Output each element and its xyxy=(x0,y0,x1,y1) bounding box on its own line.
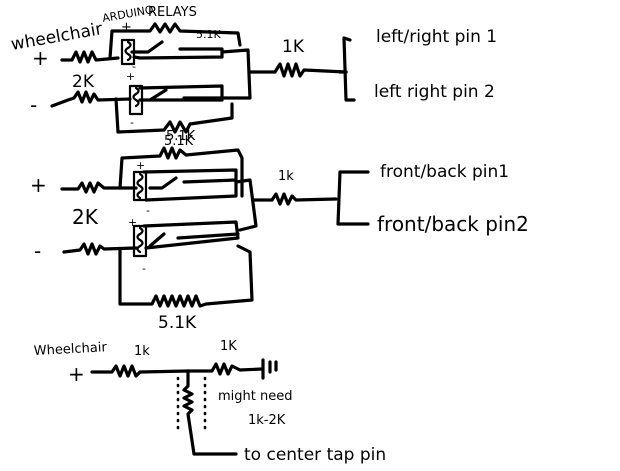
feedback-loop-top-fb xyxy=(118,146,244,198)
relay-1-minus: - xyxy=(132,60,136,73)
output-bus-lr xyxy=(220,48,277,100)
output-bracket-lr xyxy=(338,36,356,102)
section-front-back: + 2K - 5.1K + - + - 5.1K 1k front/back p… xyxy=(30,129,529,333)
resistor-input-plus-lr xyxy=(60,50,120,64)
resistor-2k-label-fb: 2K xyxy=(72,205,99,229)
relay-coil-winding xyxy=(136,226,144,254)
relay-switch-1-fb xyxy=(142,168,238,202)
resistor-1k-in-label: 1k xyxy=(134,344,150,359)
minus-terminal-lr: - xyxy=(30,93,37,117)
note-might-need: might need xyxy=(218,389,292,404)
relay-1-plus-fb: + xyxy=(136,159,145,172)
feedback-loop-bottom-lr xyxy=(114,97,234,134)
wheelchair-label-tap: Wheelchair xyxy=(33,340,107,359)
feedback-loop-top-lr xyxy=(108,22,242,60)
output-bus-fb xyxy=(234,178,274,232)
relay-coil-winding xyxy=(136,172,144,200)
relays-label: RELAYS xyxy=(148,5,197,20)
arduino-plus-label: + xyxy=(121,20,132,35)
feedback-loop-bottom-fb xyxy=(118,244,254,308)
ground-icon xyxy=(261,358,278,380)
section-left-right: wheelchair ARDUINO RELAYS + + 2K - 5.1K … xyxy=(9,3,497,149)
resistor-input-plus-fb xyxy=(60,181,138,194)
output-pin-2-lr: left right pin 2 xyxy=(374,82,495,102)
resistor-1k-label-lr: 1K xyxy=(282,37,305,57)
resistor-1k-label-fb: 1k xyxy=(278,169,294,184)
relay-2-plus: + xyxy=(126,70,135,83)
output-pin-2-fb: front/back pin2 xyxy=(377,212,529,236)
resistor-5k1-bottom-label-lr: 5.1K xyxy=(164,134,194,149)
resistor-output-lr xyxy=(273,62,348,78)
wheelchair-label: wheelchair xyxy=(9,19,104,55)
resistor-center-tap xyxy=(182,369,238,456)
relay-coil-winding xyxy=(132,86,140,108)
relay-2-minus-fb: - xyxy=(142,262,146,275)
resistor-output-fb xyxy=(270,192,338,206)
relay-coil-2-fb xyxy=(132,224,148,258)
relay-coil-winding xyxy=(124,40,132,62)
optional-resistor-outline xyxy=(176,376,207,434)
note-resistor-range: 1k-2K xyxy=(248,413,286,428)
relay-switch-1-lr xyxy=(130,40,224,60)
resistor-input-minus-fb xyxy=(62,242,138,256)
plus-terminal-tap: + xyxy=(68,362,85,386)
plus-terminal-fb: + xyxy=(30,173,47,197)
resistor-5k1-bottom-label-fb: 5.1K xyxy=(158,313,197,333)
resistor-input-minus-lr xyxy=(50,90,132,108)
relay-1-minus-fb: - xyxy=(146,204,150,217)
relay-2-minus: - xyxy=(130,116,134,129)
resistor-5k1-top-label-lr: 5.1K xyxy=(196,28,221,41)
plus-terminal-lr: + xyxy=(32,46,49,70)
output-pin-1-lr: left/right pin 1 xyxy=(376,27,497,47)
resistor-5k1-top-label-fb: 5.1K xyxy=(166,129,196,144)
resistor-1k-ground-label: 1K xyxy=(220,339,237,354)
resistor-2k-label-lr: 2K xyxy=(72,72,95,92)
relay-2-plus-fb: + xyxy=(128,216,137,229)
relay-switch-2-fb xyxy=(142,220,240,250)
resistor-ground-tap xyxy=(186,362,264,376)
resistor-input-tap xyxy=(90,364,190,378)
output-bracket-fb xyxy=(336,170,370,226)
output-pin-1-fb: front/back pin1 xyxy=(380,162,509,182)
relay-switch-2-lr xyxy=(138,84,224,102)
relay-coil-1-fb xyxy=(132,170,148,202)
center-tap-pin-label: to center tap pin xyxy=(244,445,386,465)
section-center-tap: Wheelchair 1k 1K + might need 1k-2K to c… xyxy=(33,339,386,465)
minus-terminal-fb: - xyxy=(34,239,41,263)
